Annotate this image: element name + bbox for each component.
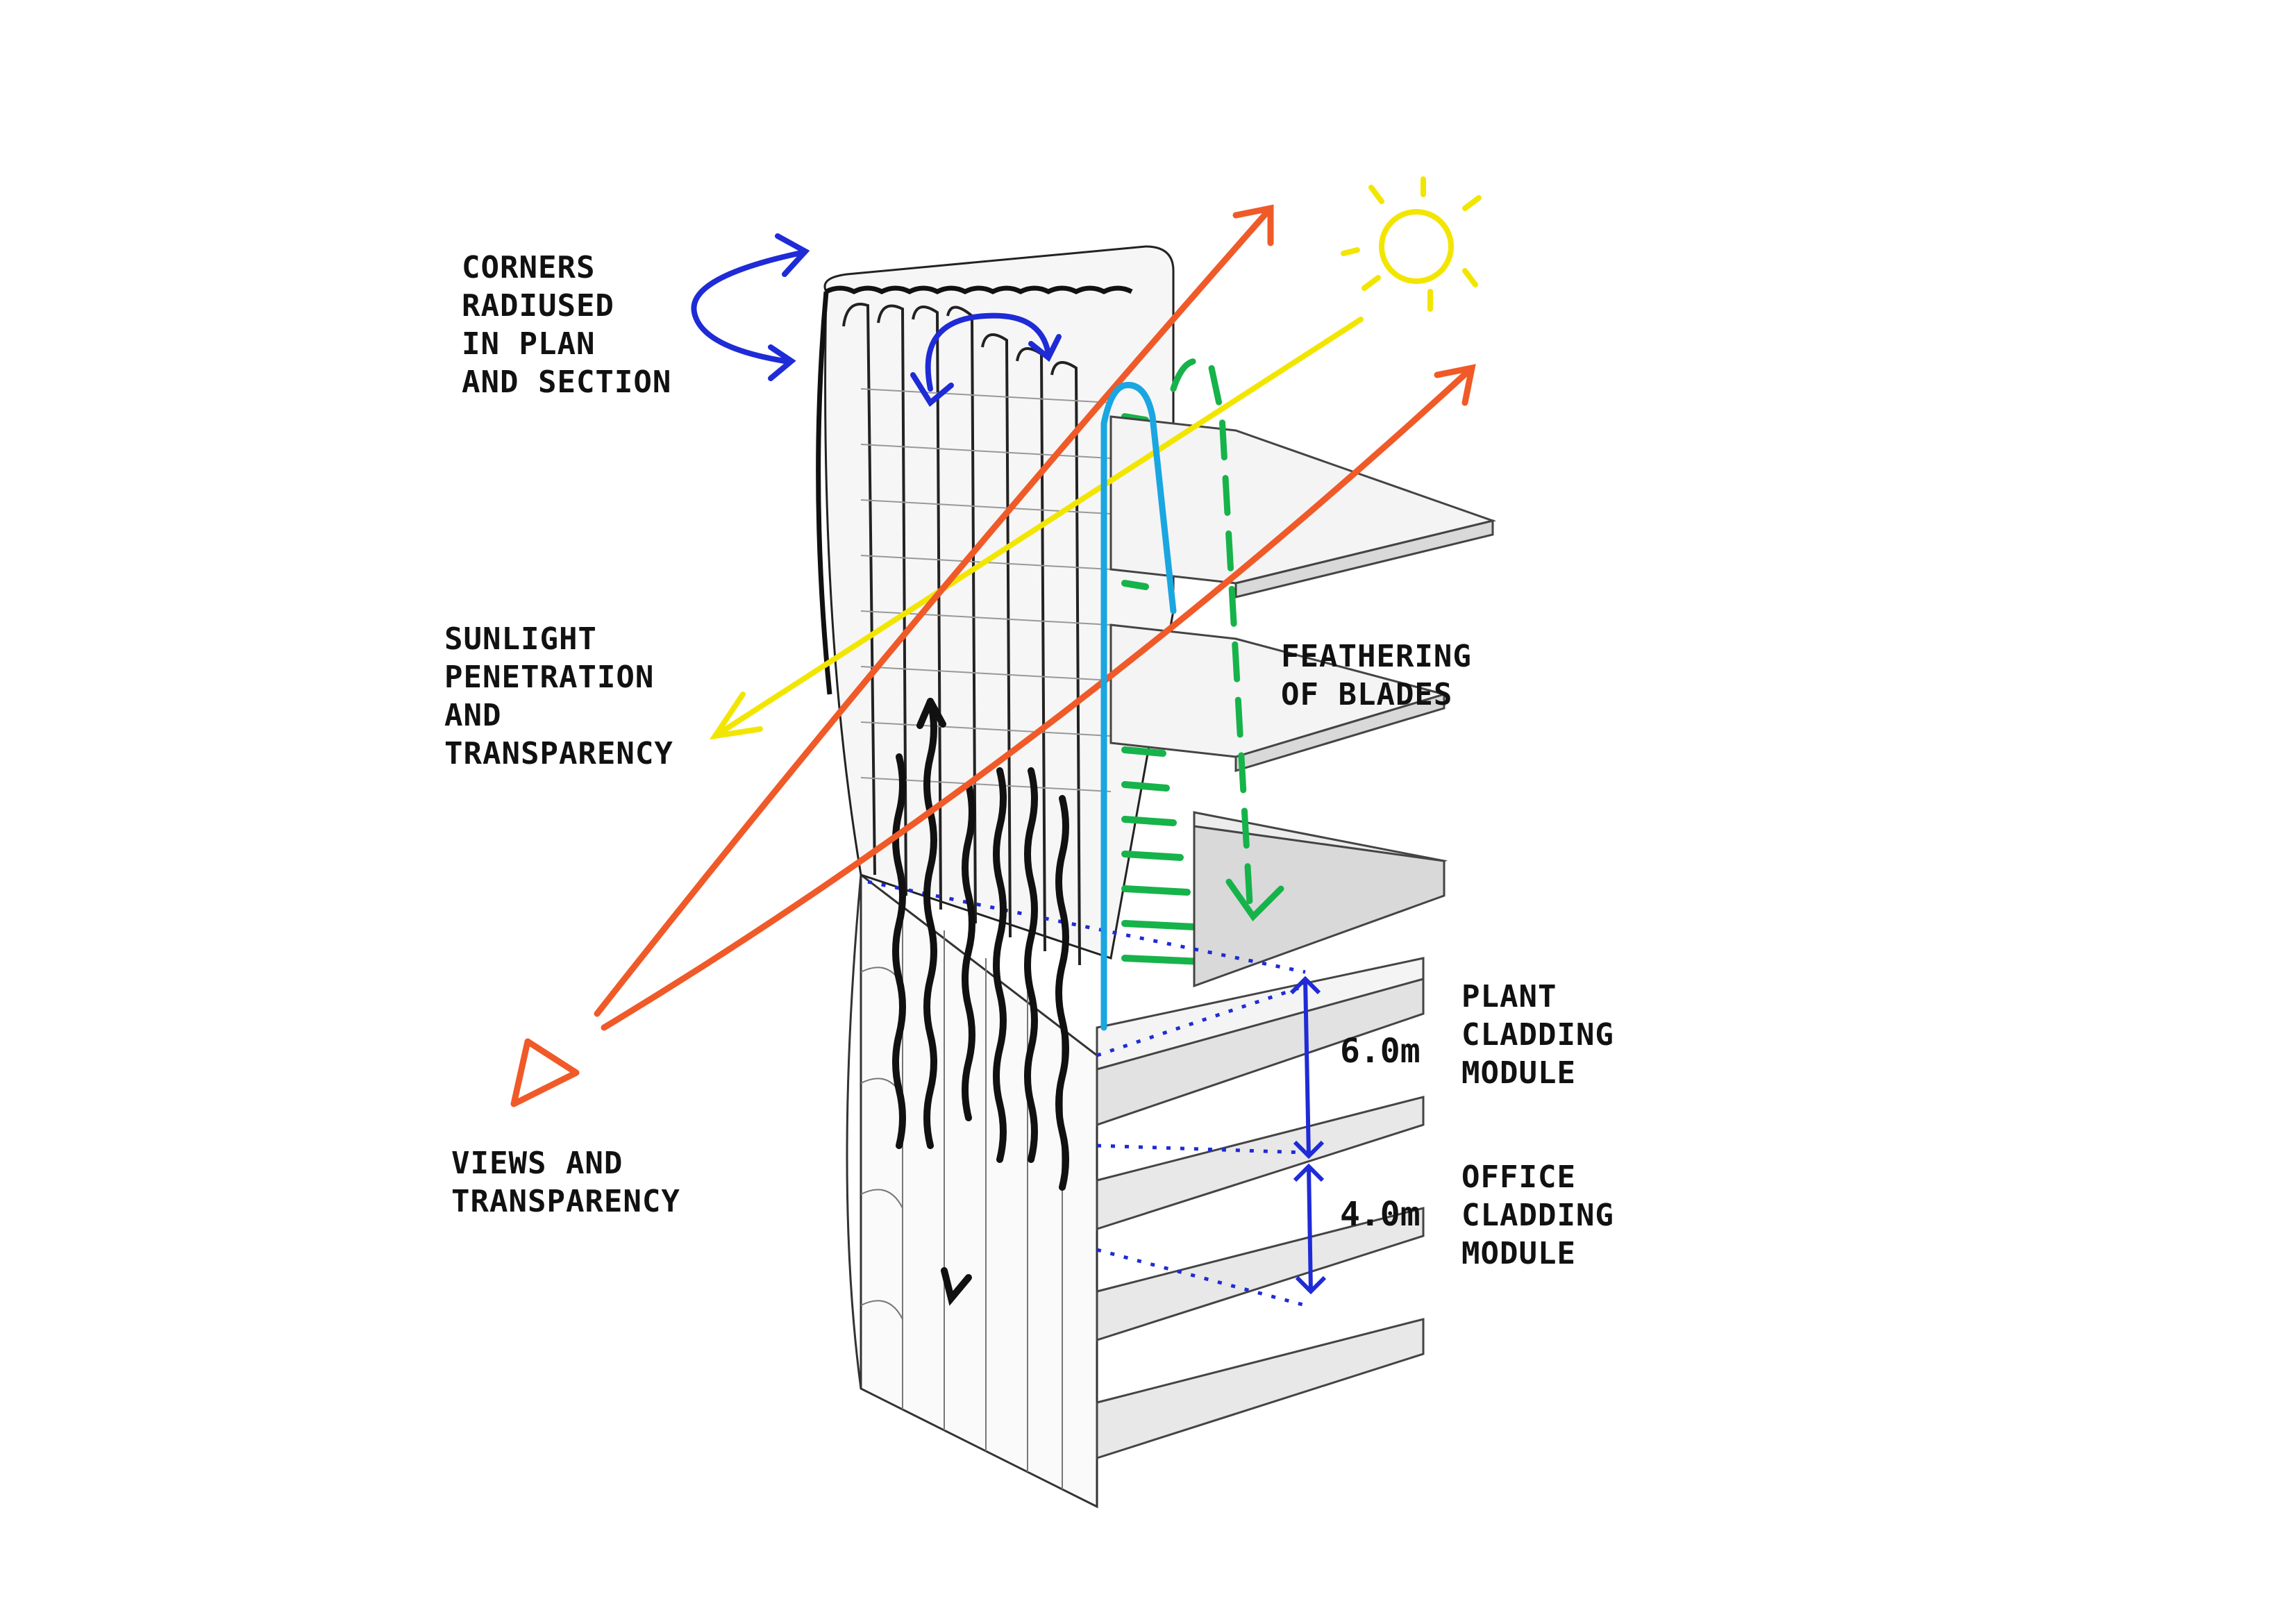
sunlight-ray	[709, 317, 1364, 740]
label-corners: CORNERS RADIUSED IN PLAN AND SECTION	[462, 250, 671, 400]
label-feathering: FEATHERING OF BLADES	[1281, 639, 1491, 712]
label-sunlight: SUNLIGHT PENETRATION AND TRANSPARENCY	[444, 621, 673, 771]
floor-slab	[1096, 1096, 1425, 1231]
tower-lower-body	[846, 872, 1098, 1509]
blade-edge-line	[1100, 382, 1177, 1031]
view-ray-lower	[601, 364, 1476, 1031]
floor-slab	[1096, 1207, 1425, 1342]
view-ray-upper	[594, 204, 1274, 1017]
floor-slab	[1109, 415, 1497, 598]
view-lines	[892, 698, 1069, 1306]
label-plant-module: PLANT CLADDING MODULE	[1461, 979, 1633, 1091]
floor-slab	[1096, 978, 1425, 1127]
plant-height-value: 6.0m	[1340, 1032, 1421, 1071]
floor-slab	[1193, 811, 1448, 988]
module-guide-lines	[867, 880, 1306, 1307]
plant-module-dimension	[1289, 976, 1325, 1160]
double-arrow-icon	[691, 233, 810, 381]
floor-slabs	[1096, 415, 1497, 1460]
rotate-arrow-icon	[910, 312, 1062, 408]
office-module-dimension	[1293, 1163, 1327, 1295]
view-arrowhead-icon	[510, 1038, 580, 1107]
feathering-arrow	[1170, 358, 1284, 921]
floor-slab	[1109, 623, 1448, 773]
label-office-module: OFFICE CLADDING MODULE	[1461, 1160, 1633, 1271]
floor-slab	[1096, 1318, 1425, 1460]
label-views: VIEWS AND TRANSPARENCY	[451, 1146, 680, 1219]
office-height-value: 4.0m	[1340, 1195, 1421, 1234]
sun-icon	[1341, 176, 1482, 312]
